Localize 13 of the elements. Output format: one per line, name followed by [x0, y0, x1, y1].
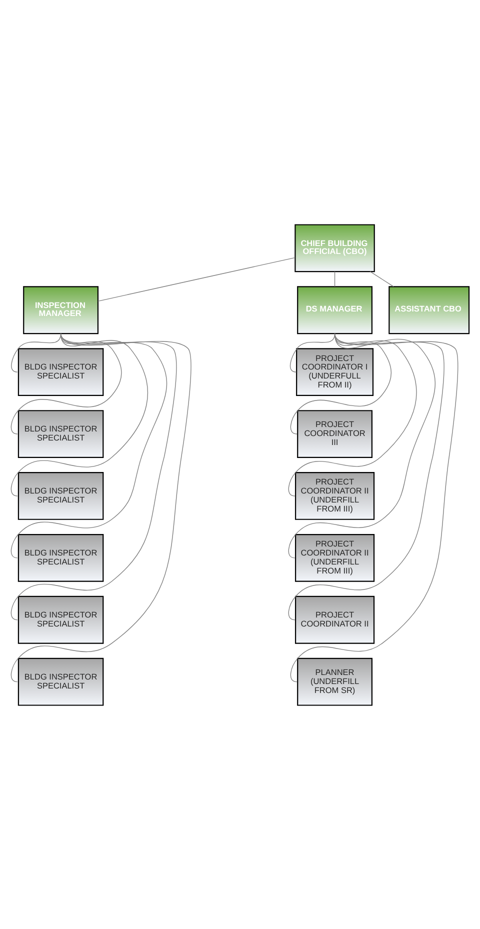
connector	[370, 270, 394, 286]
connector	[98, 256, 296, 302]
connector	[290, 332, 336, 372]
connector	[290, 332, 392, 434]
connector	[10, 332, 168, 558]
connector	[334, 270, 336, 286]
connector	[288, 332, 417, 496]
connector	[288, 332, 444, 620]
connector	[11, 332, 62, 372]
connector	[10, 332, 148, 496]
connector	[10, 332, 122, 434]
connector	[10, 332, 177, 620]
connector	[288, 332, 436, 558]
